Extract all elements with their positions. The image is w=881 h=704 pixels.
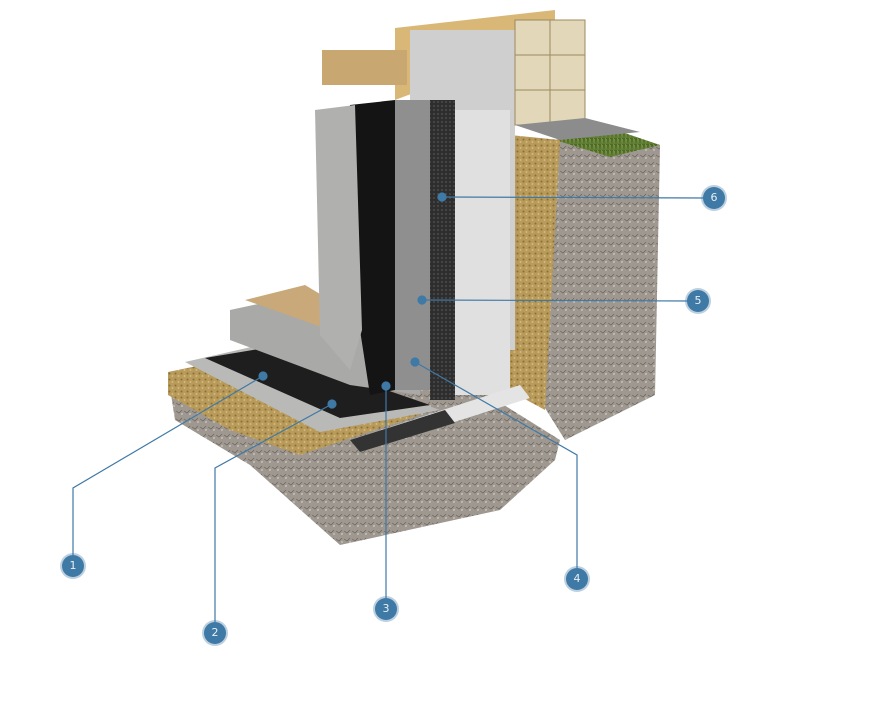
callout-marker-6[interactable]: 6 xyxy=(703,187,725,209)
anchor-dot-1 xyxy=(258,371,268,381)
plinth xyxy=(515,118,640,140)
leader-line-1 xyxy=(72,375,264,555)
leader-line-2 xyxy=(214,403,333,622)
callout-marker-5[interactable]: 5 xyxy=(687,290,709,312)
anchor-dot-3 xyxy=(381,381,391,391)
floor-joist xyxy=(322,50,407,85)
anchor-dot-4 xyxy=(410,357,420,367)
dimple-membrane xyxy=(430,100,455,400)
inner-wall xyxy=(315,105,362,370)
leader-line-5 xyxy=(421,299,691,302)
anchor-dot-5 xyxy=(417,295,427,305)
soil-block xyxy=(540,140,660,440)
insulation-board xyxy=(455,110,510,395)
callout-marker-1[interactable]: 1 xyxy=(62,555,84,577)
callout-label-4: 4 xyxy=(573,572,581,585)
leader-line-4 xyxy=(414,361,578,568)
anchor-dot-6 xyxy=(437,192,447,202)
anchor-dot-2 xyxy=(327,399,337,409)
callout-label-3: 3 xyxy=(382,602,390,615)
floor-tiles xyxy=(245,285,330,330)
leader-line-6 xyxy=(441,196,705,199)
callout-label-6: 6 xyxy=(710,191,718,204)
base-membrane xyxy=(205,348,430,418)
callout-label-5: 5 xyxy=(694,294,702,307)
callout-marker-2[interactable]: 2 xyxy=(204,622,226,644)
foundation-wall xyxy=(395,100,430,390)
callout-label-2: 2 xyxy=(211,626,219,639)
drain-pipe-wrap xyxy=(350,410,455,452)
callout-marker-3[interactable]: 3 xyxy=(375,598,397,620)
callout-label-1: 1 xyxy=(69,559,77,572)
callout-marker-4[interactable]: 4 xyxy=(566,568,588,590)
